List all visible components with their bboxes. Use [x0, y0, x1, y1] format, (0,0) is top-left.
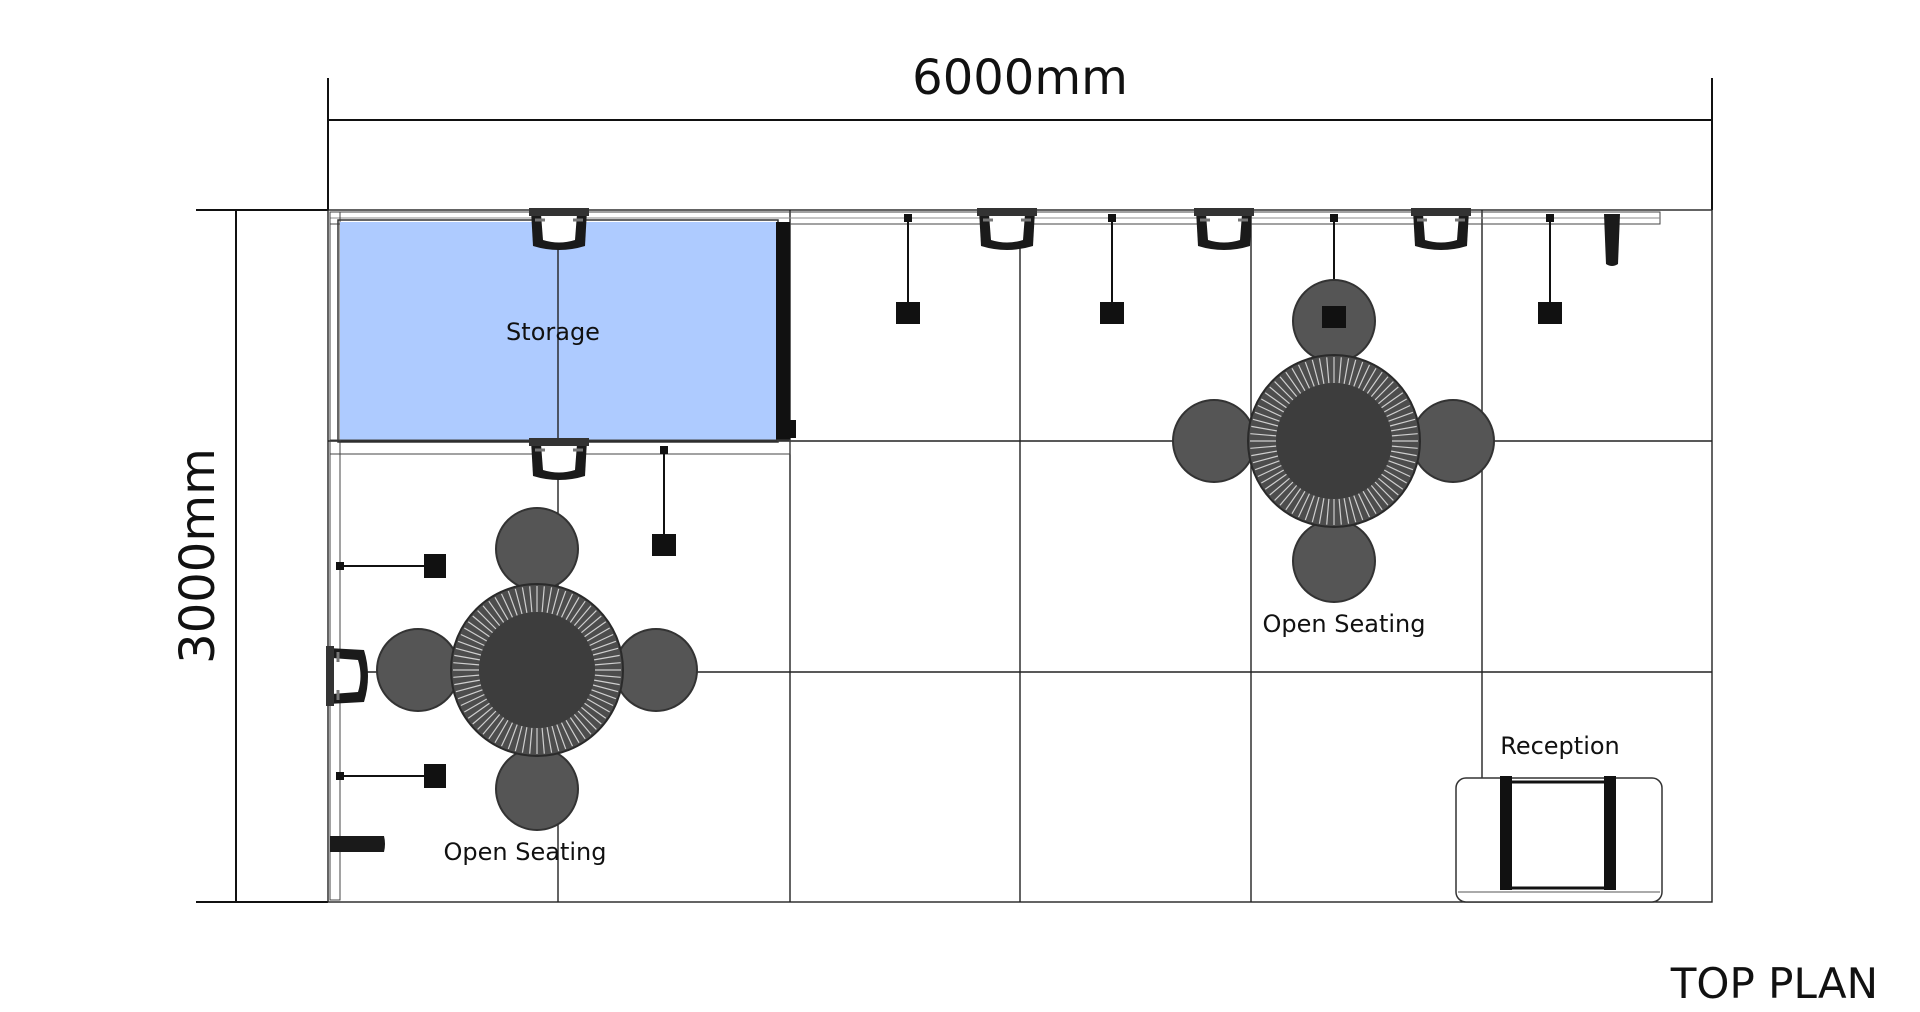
stand-post-icon	[1604, 214, 1620, 266]
spotlight-icon	[1537, 213, 1563, 325]
spotlight-icon	[651, 445, 677, 557]
chair-icon	[975, 206, 1039, 252]
left-wall	[329, 211, 341, 901]
spotlight-icon	[335, 553, 447, 579]
chair-icon	[527, 206, 591, 252]
seating-group-right	[1172, 279, 1495, 603]
width-dimension-label: 6000mm	[912, 50, 1128, 106]
spotlight-icon	[1099, 213, 1125, 325]
reception-desk	[1455, 776, 1663, 903]
reception-label: Reception	[1500, 732, 1620, 760]
spotlight-icon	[335, 763, 447, 789]
chair-icon	[1409, 206, 1473, 252]
chair-icon	[1192, 206, 1256, 252]
stand-post-icon	[330, 836, 385, 852]
storage-label: Storage	[506, 318, 600, 346]
chair-icon	[527, 436, 591, 482]
spotlight-icon	[895, 213, 921, 325]
round-table-icon	[1247, 354, 1421, 528]
seating-group-left	[376, 507, 698, 831]
round-table-icon	[450, 583, 624, 757]
seating-left-label: Open Seating	[444, 838, 607, 866]
height-dimension-label: 3000mm	[170, 448, 226, 664]
seating-right-label: Open Seating	[1263, 610, 1426, 638]
plan-title: TOP PLAN	[1670, 959, 1878, 1008]
chair-icon	[324, 644, 370, 708]
